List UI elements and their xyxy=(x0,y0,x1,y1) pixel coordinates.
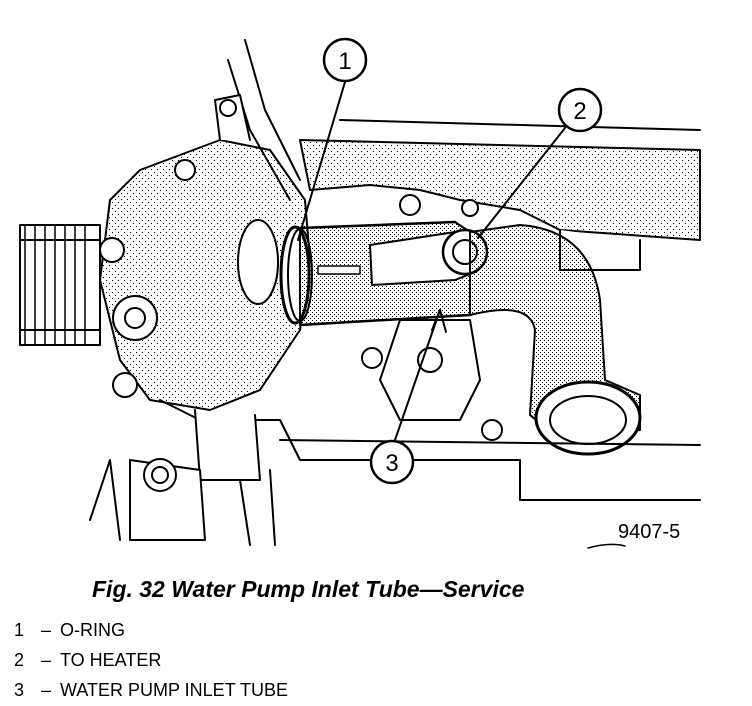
legend-item-3: 3–WATER PUMP INLET TUBE xyxy=(14,675,288,705)
water-pump-housing xyxy=(99,139,311,411)
engine-block-casting xyxy=(299,139,701,241)
callout-legend: 1–O-RING 2–TO HEATER 3–WATER PUMP INLET … xyxy=(14,615,288,705)
callout-2-number: 2 xyxy=(573,98,586,125)
legend-label: WATER PUMP INLET TUBE xyxy=(60,680,289,700)
callout-1: 1 xyxy=(322,37,368,83)
legend-item-2: 2–TO HEATER xyxy=(14,645,288,675)
water-pump-pulley xyxy=(19,224,101,346)
callout-2: 2 xyxy=(557,87,603,133)
callout-3-number: 3 xyxy=(385,450,398,477)
legend-number: 1 xyxy=(14,620,25,640)
water-pump-inlet-tube-illustration: 1 2 3 9407-5 xyxy=(19,37,701,549)
leader-line-1 xyxy=(297,81,346,241)
legend-separator: – xyxy=(40,680,51,700)
legend-separator: – xyxy=(40,620,51,640)
figure-caption: Fig. 32 Water Pump Inlet Tube—Service xyxy=(92,576,525,602)
callout-1-number: 1 xyxy=(338,48,351,75)
legend-label: O-RING xyxy=(60,620,125,640)
drive-belt xyxy=(244,39,301,181)
legend-number: 2 xyxy=(14,650,25,670)
legend-number: 3 xyxy=(14,680,25,700)
legend-item-1: 1–O-RING xyxy=(14,615,288,645)
drawing-number: 9407-5 xyxy=(618,521,680,543)
pump-outlet-bore xyxy=(237,219,279,305)
leader-line-2 xyxy=(477,127,566,239)
leader-line-3 xyxy=(394,309,441,441)
legend-label: TO HEATER xyxy=(60,650,162,670)
legend-separator: – xyxy=(40,650,51,670)
callout-3: 3 xyxy=(369,439,415,485)
